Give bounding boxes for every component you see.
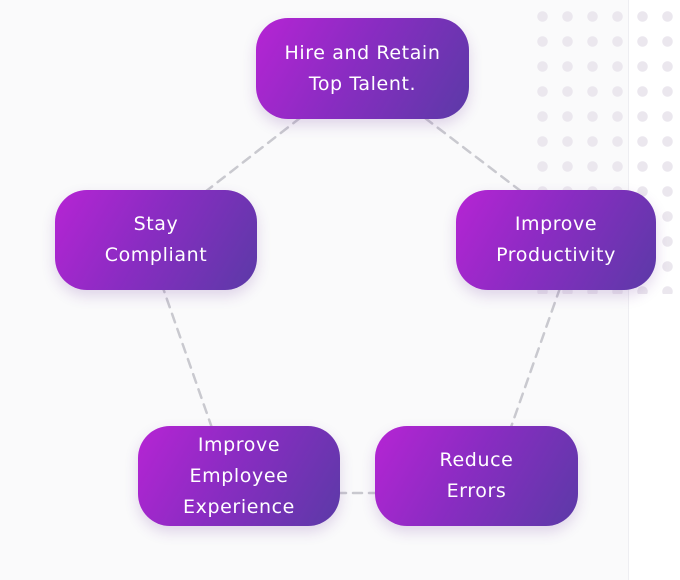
node-label: Hire and Retain Top Talent.	[284, 41, 441, 95]
node-reduce-errors: Reduce Errors	[375, 426, 578, 526]
node-stay-compliant: Stay Compliant	[55, 190, 257, 290]
node-improve-employee-experience: Improve Employee Experience	[138, 426, 340, 526]
node-improve-productivity: Improve Productivity	[456, 190, 656, 290]
node-label: Improve Productivity	[496, 213, 616, 266]
connector-hire-productivity	[423, 116, 524, 194]
node-hire-and-retain-top-talent: Hire and Retain Top Talent.	[256, 18, 469, 119]
node-label: Improve Employee Experience	[183, 433, 295, 518]
node-label: Reduce Errors	[439, 449, 514, 502]
connector-productivity-errors	[508, 286, 562, 432]
connector-experience-compliant	[161, 286, 214, 430]
node-label: Stay Compliant	[104, 213, 208, 266]
connector-compliant-hire	[203, 116, 302, 194]
